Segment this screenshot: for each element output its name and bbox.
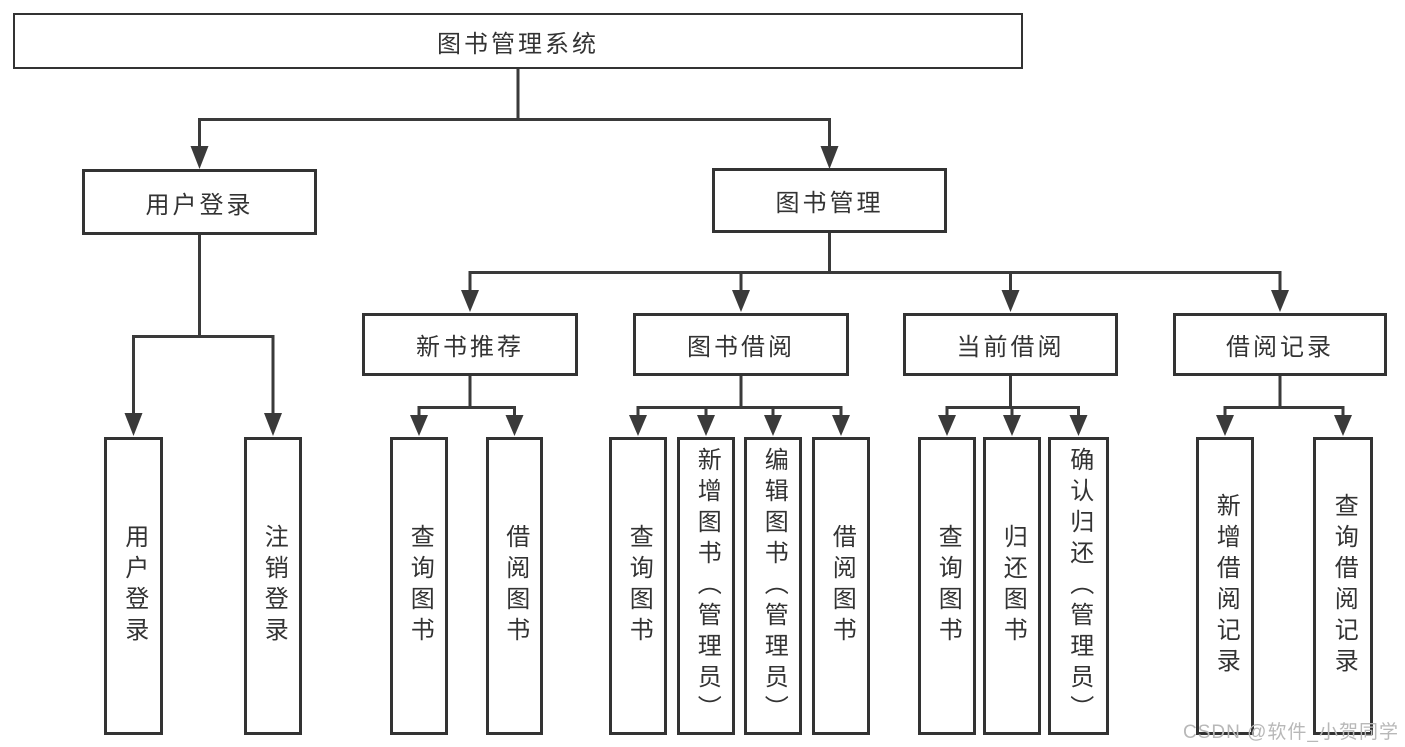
- node-label: 新增图书（管理员）: [693, 446, 721, 726]
- node-label: 确认归还（管理员）: [1065, 446, 1093, 726]
- node-label: 编辑图书（管理员）: [760, 446, 788, 726]
- node-label: 查询借阅记录: [1330, 493, 1358, 679]
- node-book-borrowing: 图书借阅: [633, 313, 849, 376]
- leaf-query-borrow-record: 查询借阅记录: [1313, 437, 1373, 735]
- node-label: 当前借阅: [956, 334, 1065, 361]
- node-label: 图书管理系统: [437, 30, 599, 58]
- leaf-edit-book-admin: 编辑图书（管理员）: [744, 437, 802, 735]
- leaf-query-books-recommend: 查询图书: [390, 437, 448, 735]
- leaf-add-borrow-record: 新增借阅记录: [1196, 437, 1254, 735]
- node-label: 借阅图书: [501, 524, 529, 648]
- csdn-watermark: CSDN @软件_小贺同学: [1183, 722, 1399, 743]
- node-new-book-recommend: 新书推荐: [362, 313, 578, 376]
- node-label: 查询图书: [934, 524, 962, 648]
- leaf-query-books-borrowing: 查询图书: [609, 437, 667, 735]
- arrowhead-icons: [124, 146, 1352, 436]
- leaf-borrow-books-recommend: 借阅图书: [486, 437, 543, 735]
- node-label: 借阅记录: [1226, 334, 1334, 361]
- leaf-borrow-books-borrowing: 借阅图书: [812, 437, 870, 735]
- node-borrowing-records: 借阅记录: [1173, 313, 1387, 376]
- leaf-add-book-admin: 新增图书（管理员）: [677, 437, 735, 735]
- node-current-borrowing: 当前借阅: [903, 313, 1118, 376]
- leaf-logout: 注销登录: [244, 437, 302, 735]
- node-label: 新增借阅记录: [1212, 493, 1240, 679]
- leaf-query-books-current: 查询图书: [918, 437, 976, 735]
- node-label: 用户登录: [120, 524, 148, 648]
- node-book-management: 图书管理: [712, 168, 947, 233]
- node-label: 查询图书: [625, 524, 653, 648]
- node-root: 图书管理系统: [13, 13, 1023, 69]
- leaf-user-login: 用户登录: [104, 437, 163, 735]
- node-label: 新书推荐: [416, 334, 524, 361]
- node-label: 图书管理: [775, 190, 884, 217]
- node-label: 查询图书: [406, 524, 434, 648]
- node-user-login: 用户登录: [82, 169, 317, 235]
- leaf-confirm-return-admin: 确认归还（管理员）: [1048, 437, 1109, 735]
- node-label: 用户登录: [145, 191, 254, 219]
- node-label: 借阅图书: [828, 524, 856, 648]
- node-label: 图书借阅: [687, 334, 795, 361]
- node-label: 注销登录: [260, 524, 288, 648]
- leaf-return-book: 归还图书: [983, 437, 1041, 735]
- node-label: 归还图书: [999, 524, 1027, 648]
